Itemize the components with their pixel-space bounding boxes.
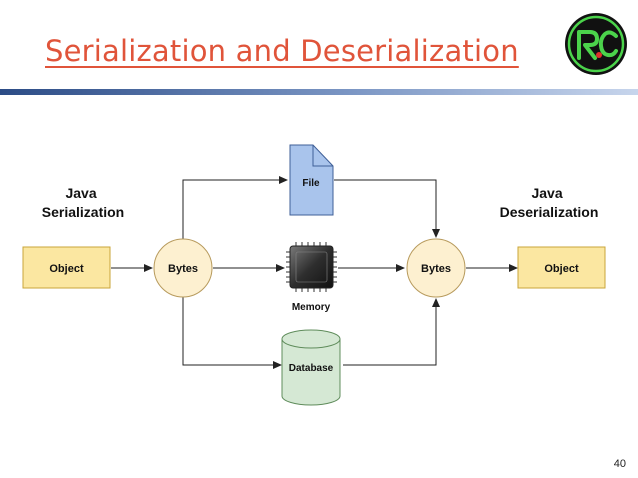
arrow-database-to-bytes [343, 298, 440, 366]
bytes-left-label: Bytes [168, 263, 198, 275]
arrow-bytes-to-database [182, 296, 282, 369]
bytes-right-label: Bytes [421, 263, 451, 275]
left-heading: Java Serialization [42, 185, 124, 220]
bytes-right-node: Bytes [406, 238, 466, 298]
object-left-label: Object [49, 263, 84, 275]
memory-chip-icon [286, 242, 337, 292]
title-divider [0, 89, 638, 95]
file-label: File [302, 178, 320, 189]
object-right-node: Object [517, 246, 606, 289]
page-number: 40 [613, 458, 626, 470]
object-right-label: Object [544, 263, 579, 275]
slide-title: Serialization and Deserialization [45, 34, 519, 68]
database-node: Database [281, 329, 341, 406]
arrow-bytes-to-file [182, 176, 288, 240]
connectors [111, 176, 518, 369]
rc-logo [565, 13, 627, 75]
memory-label: Memory [292, 302, 331, 313]
object-left-node: Object [22, 246, 111, 289]
file-node: File [289, 144, 334, 216]
bytes-left-node: Bytes [153, 238, 213, 298]
arrow-file-to-bytes [334, 179, 440, 238]
right-heading: Java Deserialization [500, 185, 599, 220]
database-label: Database [289, 363, 334, 374]
